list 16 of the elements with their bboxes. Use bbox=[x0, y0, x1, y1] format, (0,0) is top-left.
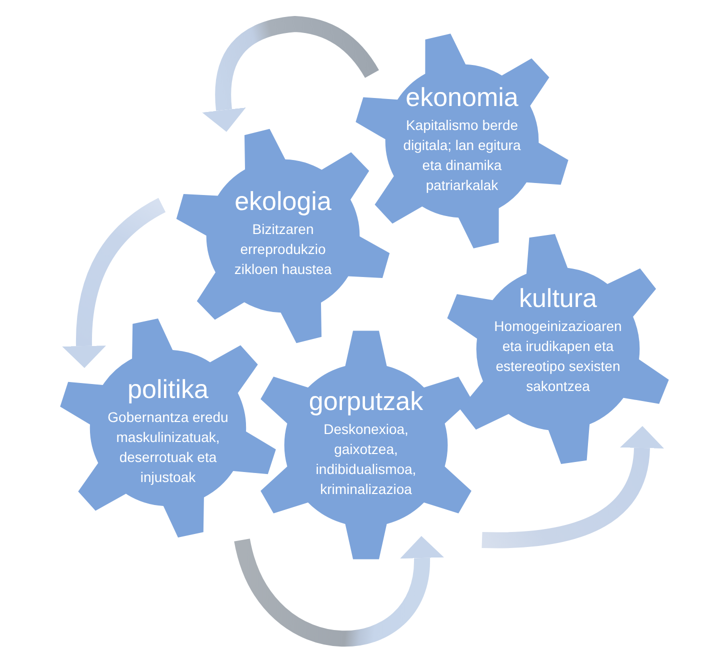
gear-description: Gobernantza eredu maskulinizatuak, deserrotuak eta injustoak bbox=[106, 408, 230, 487]
gear-description: Homogeinizazioaren eta irudikapen eta estereotipo sexisten sakontzea bbox=[493, 317, 623, 396]
gear-title: ekonomia bbox=[406, 81, 518, 113]
curved-arrow bbox=[62, 198, 166, 368]
gear bbox=[58, 318, 278, 538]
gear-title: ekologia bbox=[234, 185, 332, 217]
gear bbox=[175, 128, 391, 344]
curved-arrow bbox=[234, 536, 444, 646]
gear-description: Deskonexioa, gaixotzea, indibidualismoa, kriminalizazioa bbox=[314, 420, 418, 499]
gear-title: kultura bbox=[518, 282, 598, 314]
gear-title: politika bbox=[128, 373, 208, 405]
gear-description: Kapitalismo berde digitala; lan egitura eta dinamika patriarkalak bbox=[402, 116, 522, 195]
gear-title: gorputzak bbox=[308, 385, 424, 417]
gear-description: Bizitzaren erreprodukzio zikloen haustea bbox=[233, 220, 333, 279]
gear bbox=[354, 33, 570, 249]
curved-arrow bbox=[482, 426, 664, 548]
